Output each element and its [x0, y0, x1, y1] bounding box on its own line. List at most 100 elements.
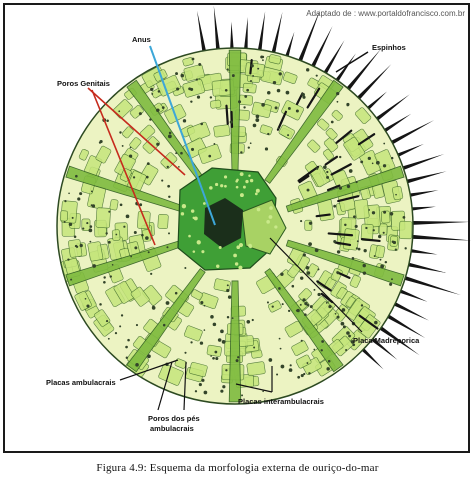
- pore-dot: [296, 309, 299, 312]
- pore-dot: [168, 196, 170, 198]
- pore-dot: [146, 176, 149, 179]
- pore-dot: [238, 100, 241, 103]
- pore-dot: [306, 266, 310, 270]
- pore-dot: [343, 325, 346, 328]
- granule: [215, 183, 218, 186]
- pore-dot: [125, 346, 128, 349]
- pore-dot: [278, 287, 281, 290]
- pore-dot: [166, 301, 170, 305]
- pore-dot: [333, 205, 336, 208]
- granule: [256, 189, 260, 193]
- pore-dot: [191, 148, 194, 151]
- label-anus: Anus: [132, 35, 151, 44]
- granule: [181, 212, 184, 215]
- pore-dot: [345, 349, 347, 351]
- granule: [191, 209, 194, 212]
- pore-dot: [300, 276, 303, 279]
- label-espinhos: Espinhos: [372, 43, 406, 52]
- pore-dot: [180, 152, 183, 155]
- granule: [197, 240, 201, 244]
- granule: [255, 192, 258, 195]
- pore-dot: [336, 92, 339, 95]
- pore-dot: [363, 271, 366, 274]
- pore-dot: [296, 109, 299, 112]
- pore-dot: [374, 255, 376, 257]
- pore-dot: [119, 131, 121, 133]
- pore-dot: [197, 96, 200, 99]
- pore-dot: [108, 338, 110, 340]
- pore-dot: [339, 186, 342, 189]
- pore-dot: [289, 368, 293, 372]
- pore-dot: [80, 244, 83, 247]
- granule: [249, 245, 252, 248]
- pore-dot: [230, 120, 233, 123]
- plate: [343, 228, 359, 250]
- plate: [245, 62, 265, 77]
- spine: [405, 234, 472, 240]
- label-poros-genitais: Poros Genitais: [57, 79, 110, 88]
- pore-dot: [89, 241, 91, 243]
- pore-dot: [123, 226, 125, 228]
- pore-dot: [333, 240, 336, 243]
- granule: [269, 215, 273, 219]
- pore-dot: [302, 298, 305, 301]
- pore-dot: [280, 273, 283, 276]
- pore-dot: [282, 303, 284, 305]
- pore-dot: [192, 58, 195, 61]
- pore-dot: [314, 289, 316, 291]
- pore-dot: [279, 338, 281, 340]
- granule: [243, 186, 246, 189]
- pore-dot: [134, 231, 137, 234]
- pore-dot: [385, 261, 387, 263]
- pore-dot: [310, 305, 313, 308]
- pore-dot: [118, 110, 120, 112]
- granule: [236, 245, 240, 249]
- pore-dot: [176, 87, 179, 90]
- pore-dot: [227, 316, 229, 318]
- pore-dot: [79, 192, 82, 195]
- granule: [240, 193, 244, 197]
- pore-dot: [190, 341, 192, 343]
- granule: [182, 204, 186, 208]
- pore-dot: [210, 355, 212, 357]
- pore-dot: [337, 250, 340, 253]
- pore-dot: [303, 253, 306, 256]
- plate: [399, 221, 412, 239]
- pore-dot: [204, 329, 206, 331]
- pore-dot: [120, 203, 123, 206]
- pore-dot: [321, 340, 324, 343]
- pore-dot: [156, 109, 160, 113]
- plate: [375, 245, 385, 258]
- pore-dot: [337, 101, 339, 103]
- pore-dot: [335, 313, 337, 315]
- pore-dot: [119, 325, 121, 327]
- plate: [213, 125, 230, 138]
- pore-dot: [346, 103, 349, 106]
- granule: [220, 184, 223, 187]
- pore-dot: [236, 359, 239, 362]
- pore-dot: [152, 306, 156, 310]
- plate: [210, 100, 221, 109]
- pore-dot: [390, 212, 394, 216]
- pore-dot: [243, 106, 245, 108]
- pore-dot: [105, 232, 107, 234]
- granule: [201, 250, 204, 253]
- pore-dot: [307, 362, 309, 364]
- label-poros-pes-line2: ambulacrais: [150, 424, 194, 433]
- pore-dot: [328, 305, 331, 308]
- pore-dot: [288, 107, 291, 110]
- pore-dot: [306, 68, 309, 71]
- spine: [405, 221, 471, 225]
- pore-dot: [403, 216, 406, 219]
- pore-dot: [265, 147, 268, 150]
- granule: [238, 266, 242, 270]
- pore-dot: [195, 390, 197, 392]
- pore-dot: [240, 151, 242, 153]
- granule: [257, 208, 261, 212]
- pore-dot: [288, 310, 290, 312]
- pore-dot: [326, 176, 329, 179]
- pore-dot: [301, 93, 305, 97]
- pore-dot: [89, 225, 92, 228]
- pore-dot: [378, 235, 381, 238]
- pore-dot: [287, 134, 289, 136]
